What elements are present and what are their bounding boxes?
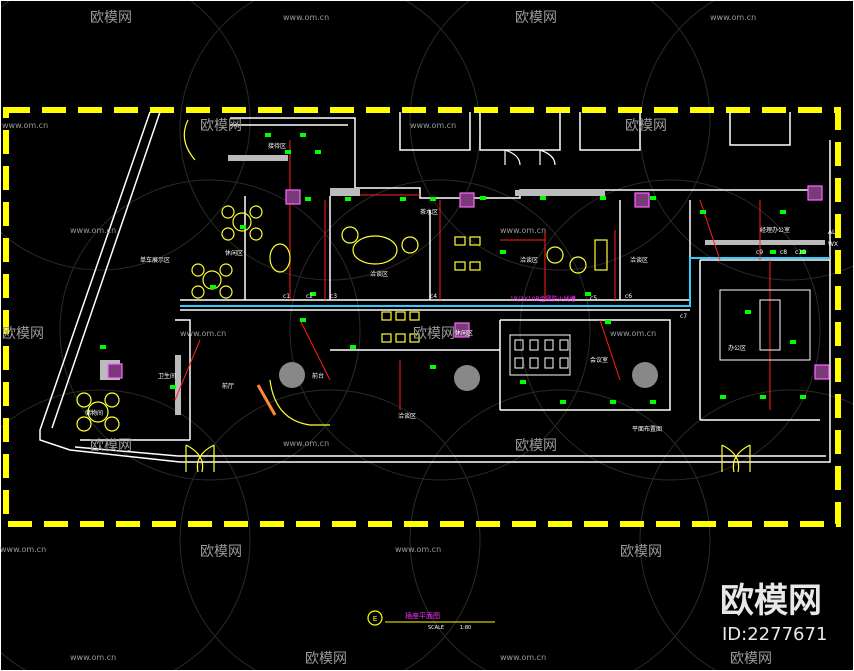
scale-value: 1:80 xyxy=(460,625,471,631)
room-label-bar: 前台 xyxy=(312,372,324,380)
room-label-tea: 茶水区 xyxy=(420,208,438,216)
room-label-display: 单车展示区 xyxy=(140,256,170,264)
watermark-url: www.om.cn xyxy=(70,226,116,235)
layout-note: 平面布置图 xyxy=(632,425,662,433)
marker-c5: c5 xyxy=(590,295,597,302)
cable-tray-label: 1B/3X10B金属防火线槽 xyxy=(510,295,576,303)
room-label-leisure: 休闲区 xyxy=(455,329,473,337)
watermark-brand: 欧模网 xyxy=(620,544,662,560)
boundary-dashed-frame xyxy=(3,107,841,527)
watermark-brand: 欧模网 xyxy=(515,438,557,454)
watermark-url: www.om.cn xyxy=(283,439,329,448)
marker-c3: c3 xyxy=(330,293,337,300)
title-block: E 插座平面图 SCALE 1:80 xyxy=(367,610,495,631)
marker-c8: c8 xyxy=(780,249,787,256)
bench-seats xyxy=(381,311,420,343)
watermark-url: www.om.cn xyxy=(395,545,441,554)
room-label-lounge-a: 洽谈区 xyxy=(370,270,388,278)
marker-c1: c1 xyxy=(283,293,290,300)
watermark-brand: 欧模网 xyxy=(305,651,347,667)
watermark-url: www.om.cn xyxy=(180,329,226,338)
marker-c7: c7 xyxy=(680,313,687,320)
watermark-url: www.om.cn xyxy=(70,653,116,662)
watermark-url: www.om.cn xyxy=(610,329,656,338)
room-label-meeting-a: 洽谈区 xyxy=(398,412,416,420)
marker-c9: c9 xyxy=(756,249,763,256)
lounge-table-set-1 xyxy=(221,205,263,241)
watermark-url: www.om.cn xyxy=(2,121,48,130)
watermark-brand: 欧模网 xyxy=(2,326,44,342)
watermark-brand: 欧模网 xyxy=(515,10,557,26)
lounge-table-set-2 xyxy=(191,263,233,299)
watermark-urls: www.om.cn www.om.cn www.om.cn www.om.cn … xyxy=(0,13,756,662)
cable-tray-line xyxy=(180,257,830,307)
building-walls xyxy=(39,111,831,463)
shelf-arc xyxy=(256,384,277,416)
door-swings xyxy=(185,149,751,473)
watermark-big-brand: 欧模网 xyxy=(720,581,822,621)
marker-c10: c10 xyxy=(795,249,806,256)
watermark-url: www.om.cn xyxy=(710,13,756,22)
watermark-url: www.om.cn xyxy=(283,13,329,22)
watermark-url: www.om.cn xyxy=(410,121,456,130)
room-label-office: 办公区 xyxy=(728,344,746,352)
furniture xyxy=(76,119,751,473)
watermark-brand: 欧模网 xyxy=(90,438,132,454)
watermark-brand: 欧模网 xyxy=(730,651,772,667)
panel-label-al: AL xyxy=(828,229,836,236)
watermark-brand: 欧模网 xyxy=(413,326,455,342)
room-label-manager: 经理办公室 xyxy=(760,226,790,234)
display-curve xyxy=(183,119,196,161)
drawing-title: 插座平面图 xyxy=(405,611,440,620)
meeting-chairs xyxy=(546,239,608,274)
scale-label: SCALE xyxy=(428,625,444,631)
title-badge: E xyxy=(373,615,377,623)
watermark-texts: 欧模网 欧模网 欧模网 欧模网 欧模网 欧模网 欧模网 欧模网 欧模网 欧模网 … xyxy=(2,10,772,667)
room-label-lobby: 前厅 xyxy=(222,382,234,390)
room-labels: 接待区 休闲区 洽谈区 洽谈区 单车展示区 前厅 前台 卫生间 洽谈区 洽谈区 … xyxy=(85,142,790,420)
room-label-storage: 储物间 xyxy=(85,409,103,417)
sofa-group xyxy=(269,226,419,273)
watermark-url: www.om.cn xyxy=(500,653,546,662)
room-label-conference: 会议室 xyxy=(590,356,608,364)
equipment-boxes xyxy=(107,185,830,380)
room-label-lounge-b: 洽谈区 xyxy=(520,256,538,264)
round-columns xyxy=(279,362,658,391)
marker-c6: c6 xyxy=(625,293,632,300)
watermark-url: www.om.cn xyxy=(500,226,546,235)
circuit-markers: c1 c2 c3 c4 c5 c6 c7 c8 c9 c10 AL WX xyxy=(283,229,838,320)
room-label-reception: 接待区 xyxy=(268,142,286,150)
curved-counter xyxy=(269,379,330,426)
reception-table-set xyxy=(76,392,120,432)
socket-symbols xyxy=(100,133,806,404)
watermark-id: ID:2277671 xyxy=(722,624,827,645)
watermark-brand: 欧模网 xyxy=(90,10,132,26)
room-label-meeting-b: 洽谈区 xyxy=(630,256,648,264)
marker-c2: c2 xyxy=(306,293,313,300)
panel-label-wx: WX xyxy=(828,241,838,248)
dining-table-a xyxy=(454,236,481,271)
watermark-brand: 欧模网 xyxy=(625,118,667,134)
room-label-shop-front: 休闲区 xyxy=(225,249,243,257)
conference-table xyxy=(509,289,811,376)
watermark-brand: 欧模网 xyxy=(200,544,242,560)
marker-c4: c4 xyxy=(430,293,437,300)
watermark-brand: 欧模网 xyxy=(200,118,242,134)
watermark-url: www.om.cn xyxy=(0,545,46,554)
room-label-wc: 卫生间 xyxy=(158,372,176,380)
